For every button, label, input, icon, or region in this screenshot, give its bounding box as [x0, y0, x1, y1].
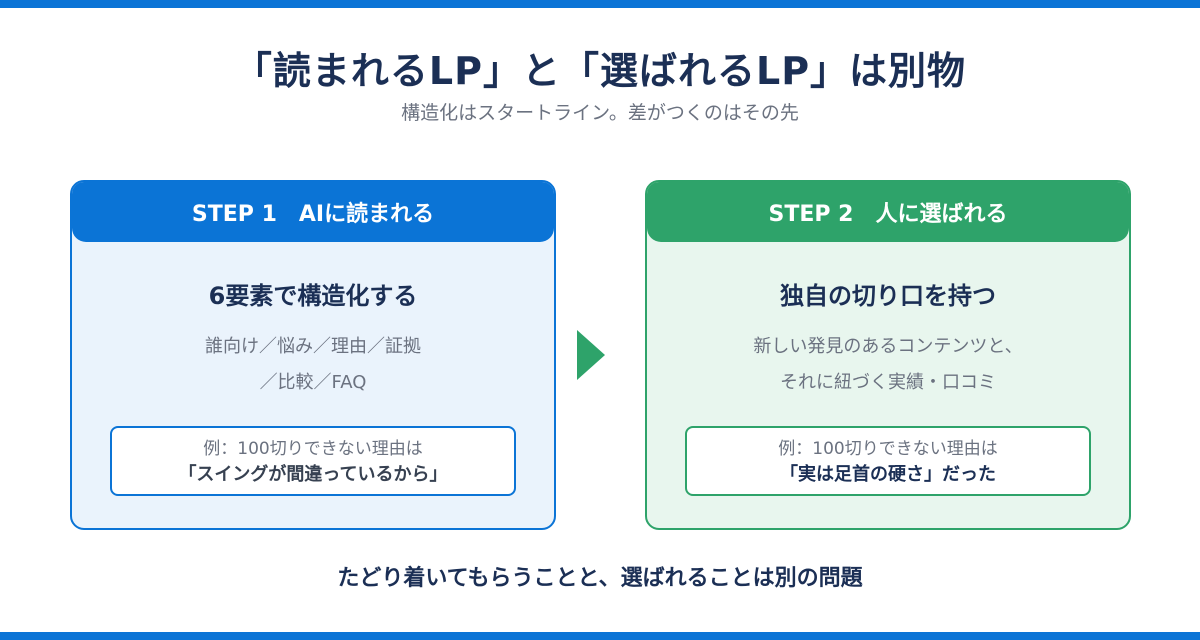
top-accent-bar	[0, 0, 1200, 8]
step1-desc-line1: 誰向け／悩み／理由／証拠	[205, 336, 421, 357]
step1-card: STEP 1 AIに読まれる 6要素で構造化する 誰向け／悩み／理由／証拠 ／比…	[70, 180, 556, 530]
step1-header: STEP 1 AIに読まれる	[72, 182, 554, 242]
page-title: 「読まれるLP」と「選ばれるLP」は別物	[233, 49, 967, 93]
step2-heading: 独自の切り口を持つ	[780, 282, 996, 310]
step2-desc-line2: それに紐づく実績・口コミ	[780, 372, 996, 393]
step2-header: STEP 2 人に選ばれる	[647, 182, 1129, 242]
step2-card: STEP 2 人に選ばれる 独自の切り口を持つ 新しい発見のあるコンテンツと、 …	[645, 180, 1131, 530]
footer-message: たどり着いてもらうことと、選ばれることは別の問題	[337, 566, 863, 591]
step2-example-label: 例：100切りできない理由は	[778, 439, 998, 459]
step2-description: 新しい発見のあるコンテンツと、 それに紐づく実績・口コミ	[647, 329, 1129, 401]
step2-example-box: 例：100切りできない理由は 「実は足首の硬さ」だった	[685, 426, 1091, 496]
step1-example-value: 「スイングが間違っているから」	[178, 464, 448, 485]
step1-example-label: 例：100切りできない理由は	[203, 439, 423, 459]
step1-description: 誰向け／悩み／理由／証拠 ／比較／FAQ	[72, 329, 554, 401]
step1-desc-line2: ／比較／FAQ	[259, 372, 367, 393]
step2-desc-line1: 新しい発見のあるコンテンツと、	[753, 336, 1023, 357]
step1-example-box: 例：100切りできない理由は 「スイングが間違っているから」	[110, 426, 516, 496]
triangle-right-icon	[577, 330, 605, 380]
page-subtitle: 構造化はスタートライン。差がつくのはその先	[401, 102, 799, 124]
step2-example-value: 「実は足首の硬さ」だった	[780, 464, 996, 485]
bottom-accent-bar	[0, 632, 1200, 640]
step1-heading: 6要素で構造化する	[208, 282, 418, 310]
